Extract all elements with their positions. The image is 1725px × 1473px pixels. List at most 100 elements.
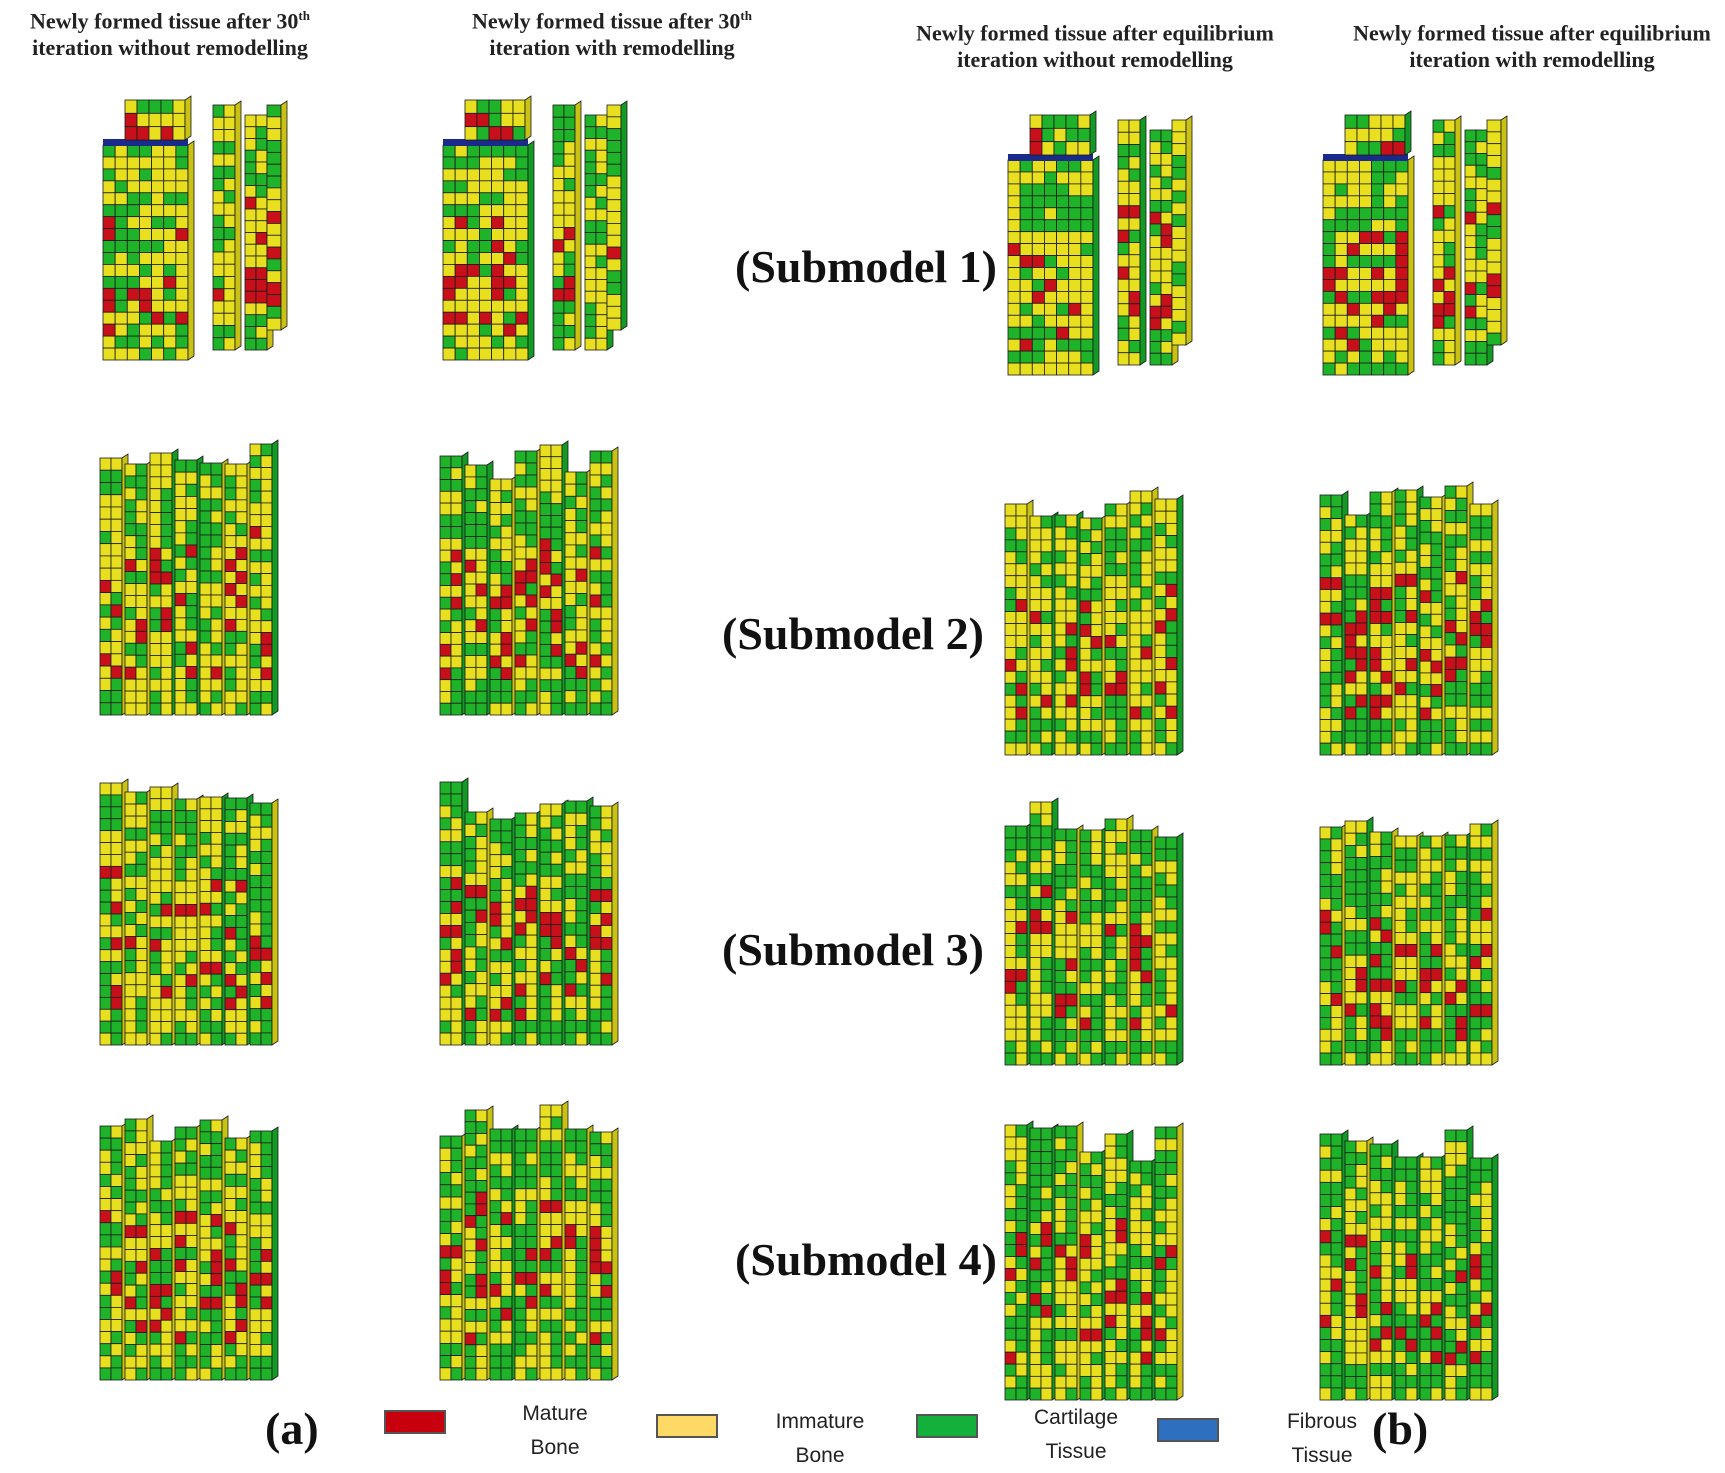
submodel-label-3: (Submodel 3) (722, 924, 984, 975)
column-title-4: Newly formed tissue after equilibrium it… (1353, 20, 1711, 73)
strut (552, 100, 582, 351)
strut (1079, 513, 1109, 756)
strut (149, 782, 179, 1046)
strut (1129, 1156, 1159, 1401)
strut (1319, 822, 1349, 1066)
strut (124, 95, 192, 141)
strut (1054, 1121, 1084, 1401)
strut (224, 459, 254, 716)
strut (1154, 494, 1184, 756)
fibrous-cap (103, 139, 188, 146)
submodel-label-2: (Submodel 2) (722, 608, 984, 659)
strut (199, 1115, 229, 1381)
strut (1444, 1125, 1474, 1401)
strut (1486, 115, 1508, 346)
strut (1344, 510, 1374, 756)
strut (1154, 1122, 1184, 1401)
strut (489, 814, 519, 1046)
strut (1394, 1152, 1424, 1401)
strut (174, 794, 204, 1046)
model-panel-r4-c2 (439, 1100, 619, 1381)
strut (564, 1124, 594, 1381)
strut (439, 1131, 469, 1381)
strut (1419, 831, 1449, 1066)
strut (1344, 1136, 1374, 1401)
strut (124, 459, 154, 716)
strut (1432, 115, 1462, 366)
strut (1344, 110, 1412, 156)
model-panel-r2-c1 (99, 439, 279, 716)
strut (249, 798, 279, 1046)
model-panel-r2-c4 (1319, 481, 1499, 756)
column-title-1: Newly formed tissue after 30th iteration… (30, 8, 310, 61)
strut (1079, 825, 1109, 1066)
strut (99, 453, 129, 716)
strut (1129, 486, 1159, 756)
strut (99, 778, 129, 1046)
legend-swatch-immature-bone (656, 1414, 718, 1438)
strut (464, 460, 494, 716)
strut (1129, 825, 1159, 1066)
strut (1054, 824, 1084, 1066)
strut (1029, 797, 1059, 1066)
strut (102, 140, 195, 361)
submodel-label-4: (Submodel 4) (735, 1234, 997, 1285)
strut (514, 808, 544, 1046)
strut (1117, 115, 1147, 366)
column-title-2: Newly formed tissue after 30th iteration… (472, 8, 752, 61)
strut (244, 110, 274, 351)
strut (464, 807, 494, 1046)
model-panel-r4-c3 (1004, 1120, 1184, 1401)
submodel-label-1: (Submodel 1) (735, 241, 997, 292)
strut (564, 796, 594, 1046)
strut (124, 1114, 154, 1381)
strut (442, 140, 535, 361)
fibrous-cap (1008, 154, 1093, 161)
strut (1394, 485, 1424, 756)
panel-label-b: (b) (1372, 1403, 1429, 1454)
legend-swatch-cartilage-tissue (916, 1414, 978, 1438)
strut (99, 1121, 129, 1381)
fibrous-cap (1323, 154, 1408, 161)
model-panel-r1-c2 (442, 95, 628, 361)
strut (589, 801, 619, 1046)
strut (1369, 487, 1399, 756)
strut (249, 1126, 279, 1381)
strut (606, 100, 628, 331)
strut (1029, 511, 1059, 756)
strut (1104, 499, 1134, 756)
strut (439, 451, 469, 716)
strut (1004, 821, 1034, 1066)
legend-swatch-fibrous-tissue (1157, 1418, 1219, 1442)
model-panel-r3-c2 (439, 777, 619, 1046)
strut (199, 458, 229, 716)
strut (149, 1136, 179, 1381)
strut (1369, 1139, 1399, 1401)
strut (124, 787, 154, 1046)
strut (1079, 1147, 1109, 1401)
strut (149, 448, 179, 716)
strut (1029, 1123, 1059, 1401)
strut (1444, 830, 1474, 1066)
strut (514, 1124, 544, 1381)
strut (174, 455, 204, 716)
strut (589, 446, 619, 716)
strut (1104, 1129, 1134, 1401)
model-panel-r2-c2 (439, 440, 619, 716)
strut (1029, 110, 1097, 156)
strut (439, 777, 469, 1046)
strut (539, 799, 569, 1046)
strut (489, 474, 519, 716)
model-panel-r3-c3 (1004, 797, 1184, 1066)
strut (1419, 1152, 1449, 1401)
strut (1444, 481, 1474, 756)
strut (174, 1122, 204, 1381)
strut (489, 1124, 519, 1381)
panel-label-a: (a) (265, 1403, 319, 1454)
strut (464, 1105, 494, 1381)
strut (199, 792, 229, 1046)
strut (1104, 814, 1134, 1066)
strut (1344, 816, 1374, 1066)
